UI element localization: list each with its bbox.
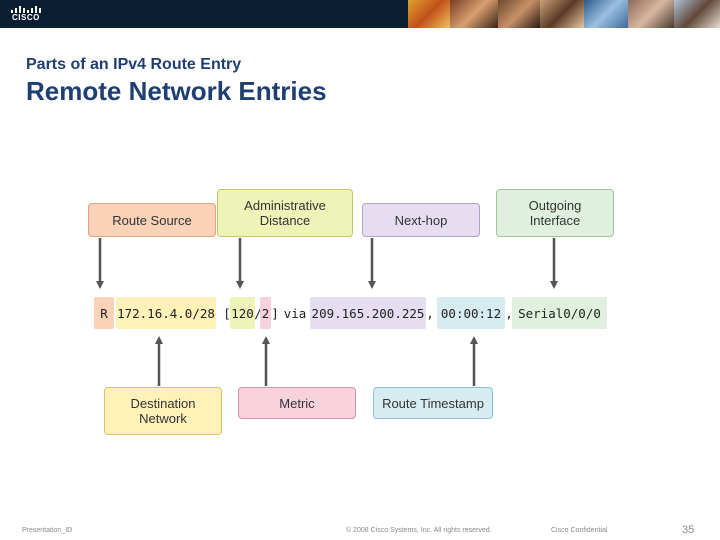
bracket-open: [	[223, 305, 231, 321]
cisco-logo-bars-icon	[10, 5, 44, 13]
page-number: 35	[682, 524, 695, 536]
comma: ,	[426, 305, 434, 321]
footer-copyright: © 2008 Cisco Systems, Inc. All rights re…	[346, 527, 492, 534]
photo-tile	[408, 0, 450, 28]
footer-confidential: Cisco Confidential	[551, 527, 608, 534]
route-timestamp-box: Route Timestamp	[373, 387, 493, 419]
outgoing-interface-value: Serial0/0/0	[512, 297, 607, 329]
photo-strip	[408, 0, 720, 28]
destination-network-box: Destination Network	[104, 387, 222, 435]
slide-subtitle: Parts of an IPv4 Route Entry	[26, 56, 242, 73]
cisco-logo-text: CISCO	[12, 13, 40, 22]
slash: /	[254, 305, 262, 321]
photo-tile	[540, 0, 584, 28]
photo-tile	[450, 0, 498, 28]
route-source-code: R	[94, 297, 114, 329]
outgoing-interface-box: Outgoing Interface	[496, 189, 614, 237]
footer-presentation-id: Presentation_ID	[22, 527, 73, 534]
route-source-box: Route Source	[88, 203, 216, 237]
photo-tile	[628, 0, 674, 28]
slide-title: Remote Network Entries	[26, 76, 327, 106]
bracket-close: ]	[271, 305, 279, 321]
next-hop-value: 209.165.200.225	[310, 297, 426, 329]
via-keyword: via	[283, 305, 307, 321]
destination-network-value: 172.16.4.0/28	[116, 297, 216, 329]
administrative-distance-box: Administrative Distance	[217, 189, 353, 237]
administrative-distance-value: 120	[230, 297, 255, 329]
top-banner: CISCO	[0, 0, 720, 28]
photo-tile	[584, 0, 628, 28]
cisco-logo: CISCO	[10, 5, 44, 23]
next-hop-box: Next-hop	[362, 203, 480, 237]
metric-value: 2	[260, 297, 271, 329]
comma: ,	[505, 305, 513, 321]
metric-box: Metric	[238, 387, 356, 419]
route-timestamp-value: 00:00:12	[437, 297, 505, 329]
photo-tile	[498, 0, 540, 28]
photo-tile	[674, 0, 720, 28]
